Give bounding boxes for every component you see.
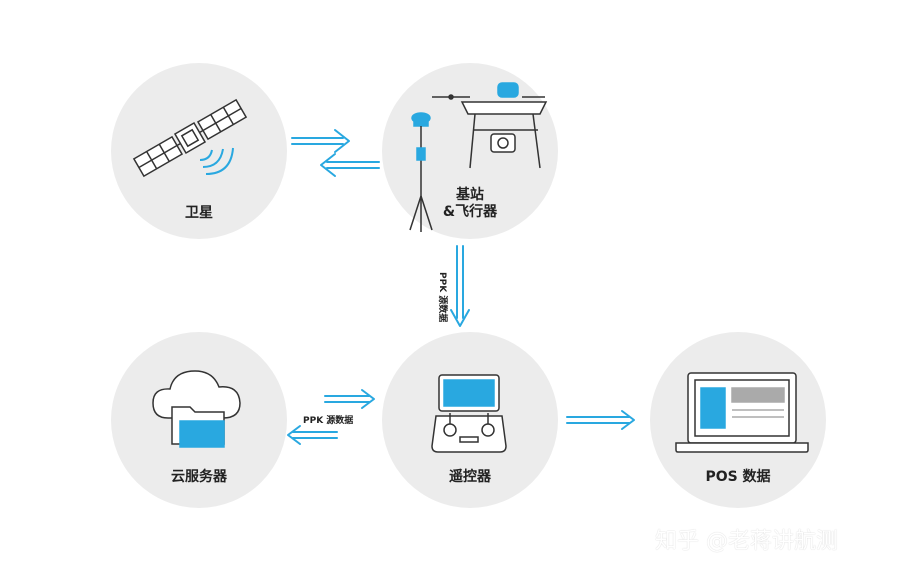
satellite-icon — [132, 98, 248, 178]
arrow-controller-to-pos — [566, 410, 635, 430]
controller-label: 遥控器 — [449, 469, 491, 485]
base-drone-label-line2: &飞行器 — [442, 204, 498, 220]
cloud-label: 云服务器 — [171, 469, 227, 485]
watermark: 知乎 @老蒋讲航测 — [655, 529, 838, 554]
pos-label: POS 数据 — [705, 469, 771, 485]
cloud-folder-icon — [152, 370, 241, 448]
arrow-satellite-to-base — [291, 129, 350, 153]
laptop-icon — [675, 372, 809, 453]
horizontal-edge-label: PPK 源数据 — [303, 416, 354, 426]
arrow-controller-to-cloud — [287, 389, 375, 445]
drone-icon — [432, 82, 548, 169]
arrow-base-to-satellite — [320, 153, 380, 177]
remote-controller-icon — [431, 374, 507, 453]
base-drone-label-line1: 基站 — [456, 187, 484, 203]
satellite-label: 卫星 — [185, 205, 213, 221]
satellite-node-bg — [111, 63, 287, 239]
vertical-edge-label: PPK 源数据 — [437, 272, 447, 323]
base-station-icon — [409, 112, 433, 232]
arrow-base-to-controller — [450, 245, 470, 327]
